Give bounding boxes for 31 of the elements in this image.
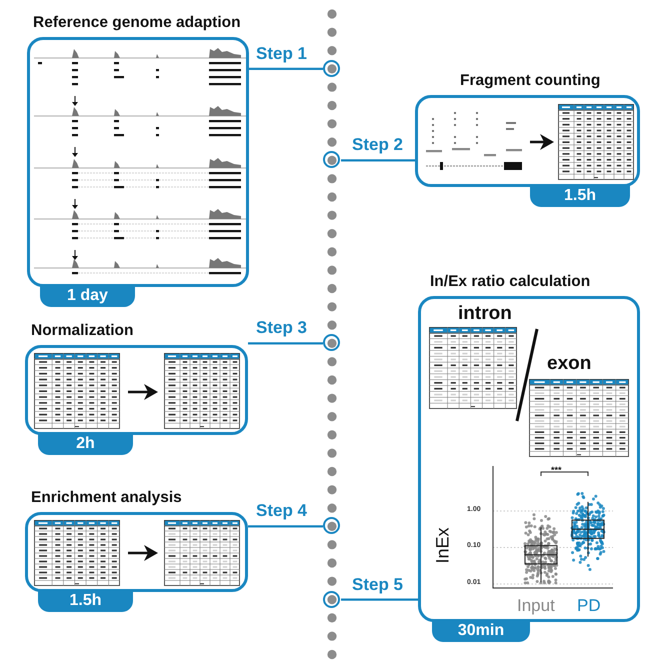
step-label: Step 5 (352, 574, 404, 595)
axis-title: InEx (432, 527, 454, 564)
duration-tab: 2h (38, 432, 133, 455)
panel-title: In/Ex ratio calculation (430, 273, 590, 291)
category-label: PD (577, 596, 601, 616)
step-label: Step 4 (256, 501, 308, 522)
panel-title: Enrichment analysis (31, 489, 182, 507)
timeline-marker (323, 151, 340, 168)
step-label: Step 1 (256, 44, 308, 64)
timeline-marker (323, 517, 340, 534)
duration-tab: 1.5h (530, 184, 630, 207)
timeline-marker (323, 60, 340, 77)
panel-title: Normalization (31, 322, 134, 340)
step-label: Step 3 (256, 318, 308, 338)
connector-line (248, 342, 323, 344)
connector-line (248, 525, 323, 528)
timeline-marker (323, 334, 340, 352)
panel-title: Reference genome adaption (33, 14, 241, 32)
significance-mark: *** (551, 465, 562, 475)
duration-tab: 1.5h (38, 589, 133, 612)
duration-tab: 30min (432, 619, 530, 642)
connector-line (341, 159, 415, 162)
timeline-marker (323, 590, 340, 608)
table-title: intron (458, 303, 512, 325)
connector-line (249, 68, 323, 70)
connector-line (341, 598, 418, 601)
duration-tab: 1 day (40, 284, 135, 307)
step-label: Step 2 (352, 135, 404, 156)
panel-title: Fragment counting (460, 72, 600, 90)
category-label: Input (517, 596, 555, 616)
table-title: exon (547, 353, 592, 375)
